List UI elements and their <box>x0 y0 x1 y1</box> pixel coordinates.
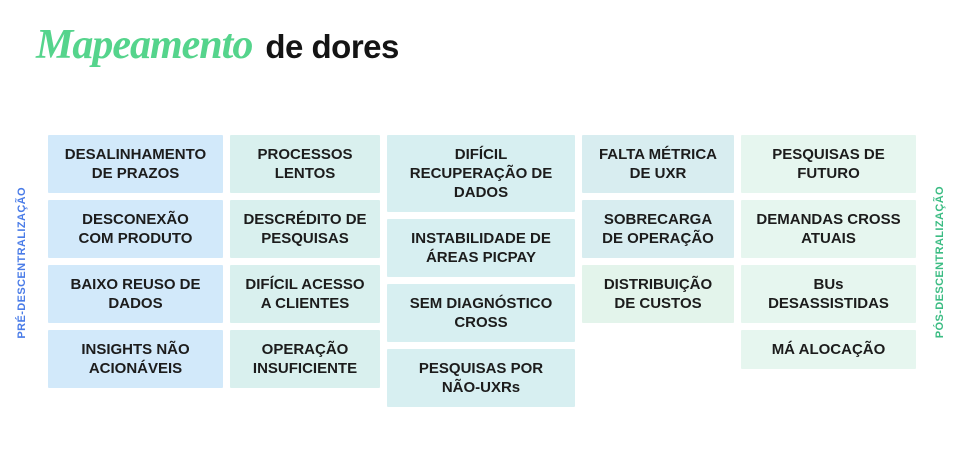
pre-decentralization-label-wrap: PRÉ-DESCENTRALIZAÇÃO <box>2 130 42 395</box>
pain-card: INSTABILIDADE DE ÁREAS PICPAY <box>387 219 575 277</box>
page-title: Mapeamento de dores <box>36 22 399 68</box>
pos-decentralization-label-wrap: PÓS-DESCENTRALIZAÇÃO <box>920 130 960 395</box>
pain-card: FALTA MÉTRICA DE UXR <box>582 135 734 193</box>
pain-card: DESCRÉDITO DE PESQUISAS <box>230 200 380 258</box>
page-title-plain-word: de dores <box>265 28 399 65</box>
pain-card: PROCESSOS LENTOS <box>230 135 380 193</box>
pain-card: INSIGHTS NÃO ACIONÁVEIS <box>48 330 223 388</box>
pain-card: DESALINHAMENTO DE PRAZOS <box>48 135 223 193</box>
pain-card: SOBRECARGA DE OPERAÇÃO <box>582 200 734 258</box>
column-3: DIFÍCIL RECUPERAÇÃO DE DADOS INSTABILIDA… <box>387 135 575 407</box>
pain-card: PESQUISAS DE FUTURO <box>741 135 916 193</box>
pain-card: BUs DESASSISTIDAS <box>741 265 916 323</box>
pain-card: DEMANDAS CROSS ATUAIS <box>741 200 916 258</box>
pain-card: DIFÍCIL ACESSO A CLIENTES <box>230 265 380 323</box>
pain-card: DESCONEXÃO COM PRODUTO <box>48 200 223 258</box>
page-title-script-word: Mapeamento <box>36 22 253 68</box>
pain-card: DIFÍCIL RECUPERAÇÃO DE DADOS <box>387 135 575 212</box>
pain-card: SEM DIAGNÓSTICO CROSS <box>387 284 575 342</box>
column-2: PROCESSOS LENTOS DESCRÉDITO DE PESQUISAS… <box>230 135 380 388</box>
pain-card: OPERAÇÃO INSUFICIENTE <box>230 330 380 388</box>
pain-card: PESQUISAS POR NÃO-UXRs <box>387 349 575 407</box>
column-4: FALTA MÉTRICA DE UXR SOBRECARGA DE OPERA… <box>582 135 734 323</box>
column-1: DESALINHAMENTO DE PRAZOS DESCONEXÃO COM … <box>48 135 223 388</box>
pain-card: DISTRIBUIÇÃO DE CUSTOS <box>582 265 734 323</box>
pain-map-board: DESALINHAMENTO DE PRAZOS DESCONEXÃO COM … <box>48 135 916 407</box>
pain-card: BAIXO REUSO DE DADOS <box>48 265 223 323</box>
column-5: PESQUISAS DE FUTURO DEMANDAS CROSS ATUAI… <box>741 135 916 369</box>
pos-decentralization-label: PÓS-DESCENTRALIZAÇÃO <box>934 186 946 339</box>
pain-card: MÁ ALOCAÇÃO <box>741 330 916 369</box>
pre-decentralization-label: PRÉ-DESCENTRALIZAÇÃO <box>16 186 28 339</box>
